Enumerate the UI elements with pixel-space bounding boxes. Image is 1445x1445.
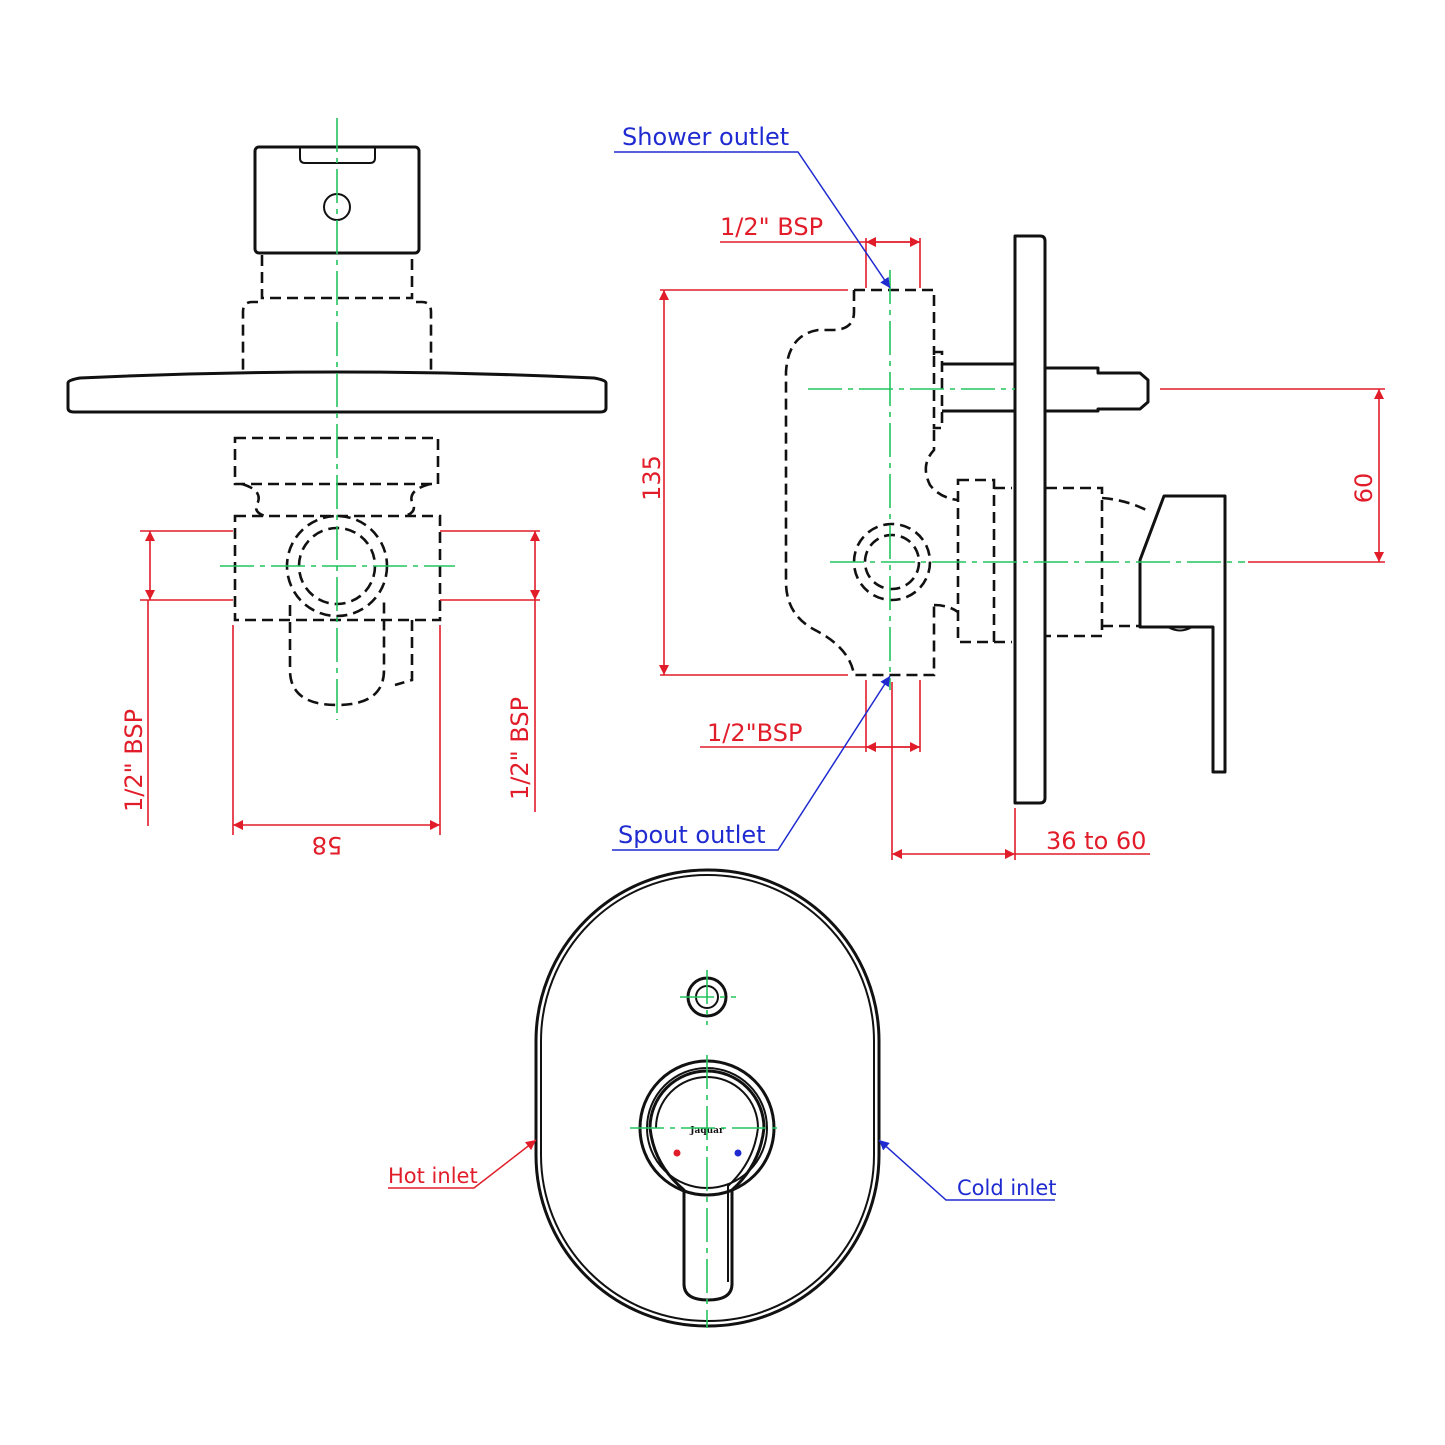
wall-depth-dimension-label: 36 to 60 (1046, 827, 1146, 855)
width-dimension-label: 58 (312, 831, 343, 859)
left-view-cartridge (241, 255, 433, 375)
side-view-lever-tip (1167, 626, 1193, 632)
left-view-dimensions (140, 530, 540, 835)
side-view: 1/2" BSP 1/2"BSP 135 60 36 to 60 Shower … (612, 123, 1385, 860)
cold-inlet-label: Cold inlet (957, 1176, 1056, 1200)
hot-inlet-callout: Hot inlet (388, 1139, 537, 1189)
side-view-valve-body (784, 288, 1151, 677)
cold-marker (734, 1149, 742, 1157)
bottom-port-dimension-label: 1/2"BSP (707, 719, 802, 747)
front-view-lever-inner (655, 1076, 760, 1282)
shower-outlet-callout: Shower outlet (614, 123, 891, 289)
top-port-dimension-label: 1/2" BSP (720, 213, 823, 241)
side-view-lever (1138, 494, 1227, 774)
left-view-cover-plate (66, 370, 608, 414)
hot-inlet-label: Hot inlet (388, 1164, 478, 1188)
right-port-dimension-label: 1/2" BSP (506, 697, 534, 800)
shower-outlet-label: Shower outlet (622, 123, 789, 151)
left-view: 1/2" BSP 1/2" BSP 58 (66, 118, 608, 859)
axis-offset-dimension-label: 60 (1350, 473, 1378, 504)
spout-outlet-label: Spout outlet (618, 821, 766, 849)
height-dimension-label: 135 (638, 455, 666, 501)
hot-marker (673, 1149, 681, 1157)
front-view: Jaquar Hot inlet Cold inlet (388, 868, 1056, 1328)
side-view-diverter-spindle (942, 362, 1150, 413)
side-view-dimensions (659, 237, 1385, 860)
front-view-lever (648, 1069, 766, 1302)
cold-inlet-callout: Cold inlet (878, 1139, 1056, 1201)
spout-outlet-callout: Spout outlet (612, 675, 891, 851)
left-port-dimension-label: 1/2" BSP (120, 709, 148, 812)
side-view-cover-plate (1013, 234, 1047, 805)
